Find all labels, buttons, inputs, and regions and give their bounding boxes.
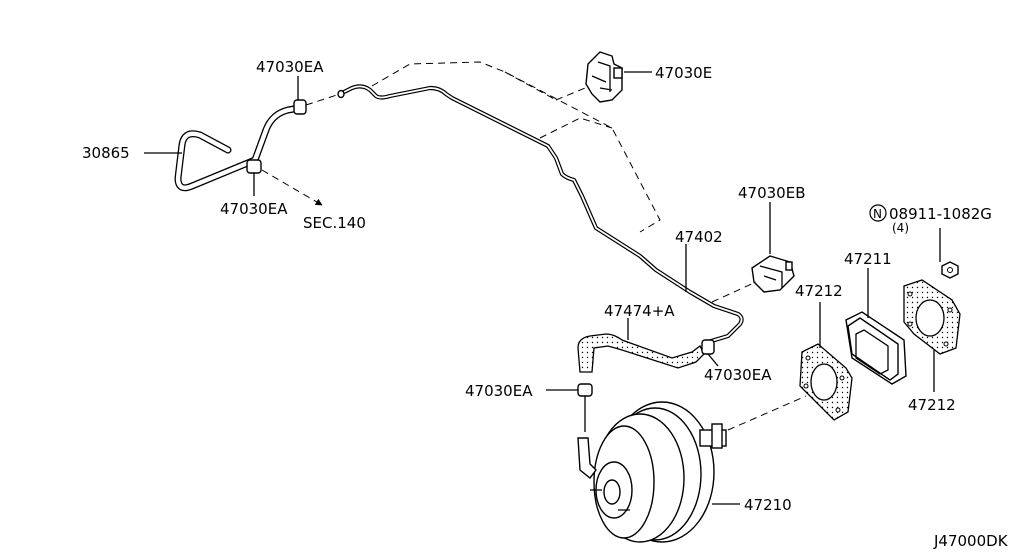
- clamp-mid-left-icon: [577, 383, 593, 397]
- clamp-mid-right-icon: [701, 339, 715, 355]
- label-gasket-left: 47212: [795, 282, 843, 300]
- dash-link-booster-gasket: [727, 395, 807, 431]
- label-clamp-lower-left: 47030EA: [220, 200, 288, 218]
- leader-lines: [144, 71, 941, 505]
- label-clamp-bracket: 47030E: [655, 64, 712, 82]
- brake-booster-icon: [577, 401, 727, 543]
- tube-47402: [337, 84, 744, 345]
- dash-link-connector: [711, 281, 757, 303]
- label-hose-check: 47474+A: [604, 302, 675, 320]
- circle-n-icon: [869, 204, 887, 222]
- hose-30865: [174, 104, 304, 192]
- gasket-left-icon: [799, 343, 853, 421]
- gasket-mid-icon: [845, 311, 907, 385]
- label-clamp-top: 47030EA: [256, 58, 324, 76]
- label-clamp-mid-left: 47030EA: [465, 382, 533, 400]
- label-bolt-number: 08911-1082G: [889, 205, 992, 223]
- label-diagram-code: J47000DK: [933, 532, 1009, 550]
- dash-link-clamp-pipe: [305, 93, 341, 106]
- label-bolt-mark: N: [873, 207, 882, 221]
- hose-47474a: [577, 333, 705, 373]
- bracket-47030e-icon: [585, 51, 623, 103]
- label-gasket-mid: 47211: [844, 250, 892, 268]
- gasket-right-icon: [903, 279, 961, 355]
- label-clamp-mid-right: 47030EA: [704, 366, 772, 384]
- label-hose-left: 30865: [82, 144, 130, 162]
- nut-icon: [941, 261, 959, 279]
- connector-47030eb-icon: [751, 255, 795, 293]
- label-gasket-right: 47212: [908, 396, 956, 414]
- clamp-top-icon: [293, 99, 307, 115]
- label-connector: 47030EB: [738, 184, 806, 202]
- phantom-outline: [371, 61, 661, 233]
- label-sec-ref: SEC.140: [303, 214, 366, 232]
- label-bolt-qty: (4): [892, 221, 909, 235]
- label-tube: 47402: [675, 228, 723, 246]
- part-labels: 47030EA 47030E 30865 47030EA SEC.140 470…: [82, 58, 1009, 550]
- clamp-lower-left-icon: [246, 159, 262, 174]
- label-booster: 47210: [744, 496, 792, 514]
